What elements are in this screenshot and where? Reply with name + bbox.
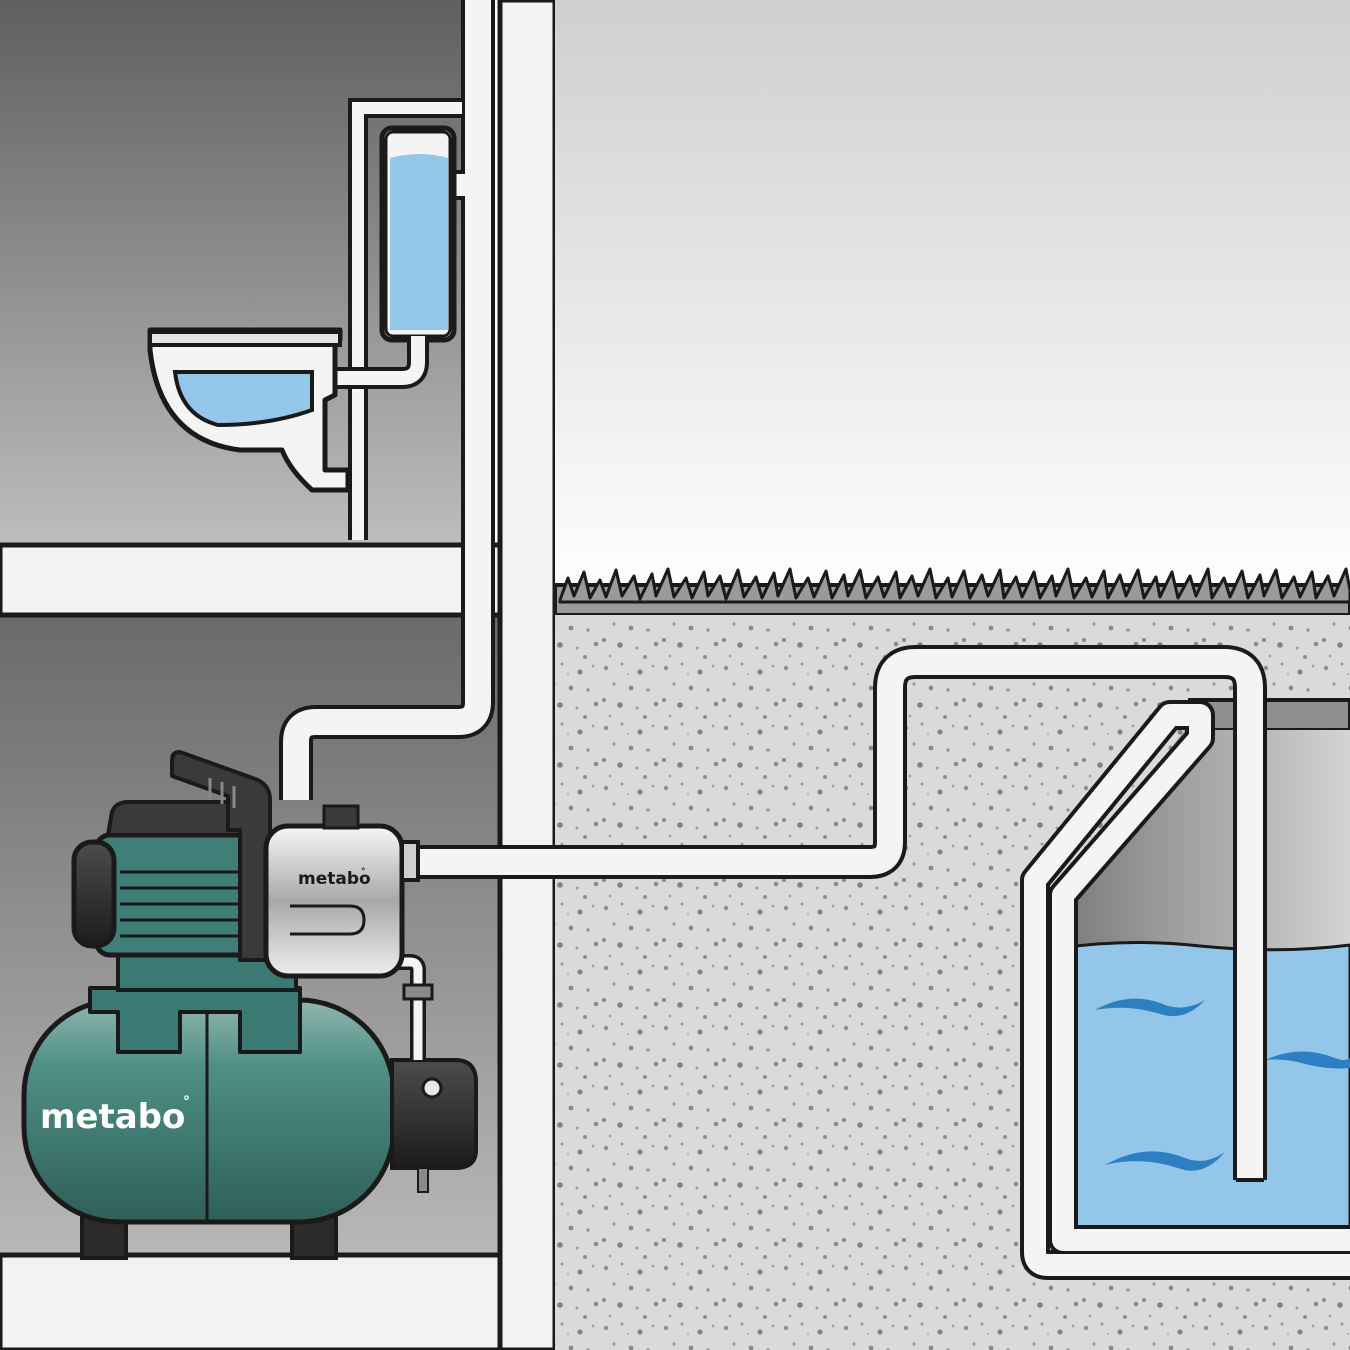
tank-brand-mark: ° bbox=[183, 1094, 190, 1110]
water-wave bbox=[1265, 1051, 1350, 1069]
grass-icon bbox=[558, 567, 1350, 604]
tank-brand-label: metabo bbox=[40, 1097, 185, 1137]
house-wall bbox=[497, 0, 558, 1350]
cistern-icon bbox=[379, 125, 457, 343]
well-water bbox=[1058, 940, 1350, 1247]
floor-slab bbox=[0, 542, 503, 618]
well-cover bbox=[1188, 698, 1350, 732]
pump-brand-mark: ° bbox=[361, 867, 366, 877]
suction-pipe bbox=[410, 645, 1267, 1182]
water-wave bbox=[1105, 1151, 1225, 1171]
water-wave bbox=[1095, 998, 1205, 1017]
pressure-tank-icon: metabo ° bbox=[21, 986, 478, 1260]
pump-brand-label: metabo bbox=[298, 869, 371, 889]
toilet-icon bbox=[147, 98, 462, 540]
basement-floor bbox=[0, 1252, 503, 1350]
sky bbox=[555, 0, 1350, 600]
water-well-icon bbox=[1020, 698, 1350, 1280]
pump-icon: metabo ° bbox=[71, 750, 434, 1060]
